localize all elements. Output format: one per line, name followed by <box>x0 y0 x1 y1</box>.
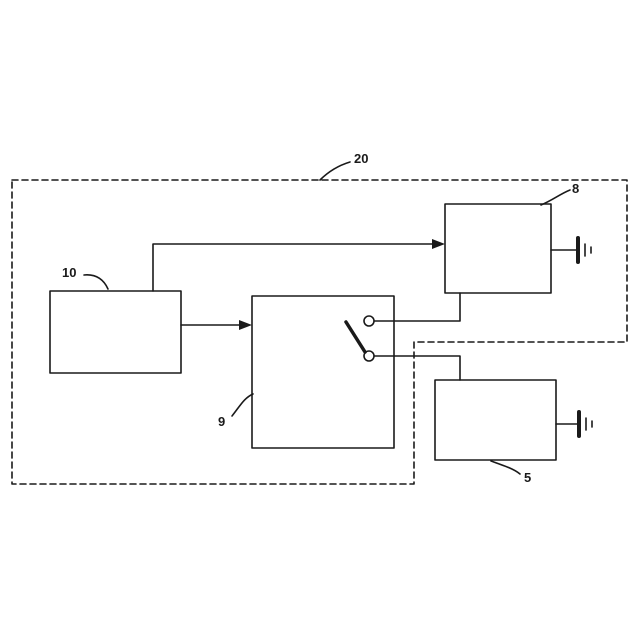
enclosure-20-leader <box>320 162 350 180</box>
block-8-leader <box>541 190 570 205</box>
switch-icon <box>346 316 374 361</box>
wire-10-to-8 <box>153 244 440 291</box>
arrow-icon <box>432 239 445 249</box>
enclosure-20-label: 20 <box>354 151 368 166</box>
arrow-icon <box>239 320 252 330</box>
block-8-label: 8 <box>572 181 579 196</box>
switch-block-9-leader <box>232 394 253 416</box>
wire-switch-to-8 <box>374 293 460 321</box>
block-5-leader <box>491 461 520 474</box>
switch-block-9-label: 9 <box>218 414 225 429</box>
block-10-label: 10 <box>62 265 76 280</box>
block-5-label: 5 <box>524 470 531 485</box>
wire-switch-to-5 <box>374 356 460 380</box>
block-10 <box>50 291 181 373</box>
ground-icon <box>579 412 592 436</box>
block-10-leader <box>84 275 108 289</box>
block-5 <box>435 380 556 460</box>
ground-icon <box>578 238 591 262</box>
enclosure-20-outline <box>12 180 627 484</box>
block-8 <box>445 204 551 293</box>
